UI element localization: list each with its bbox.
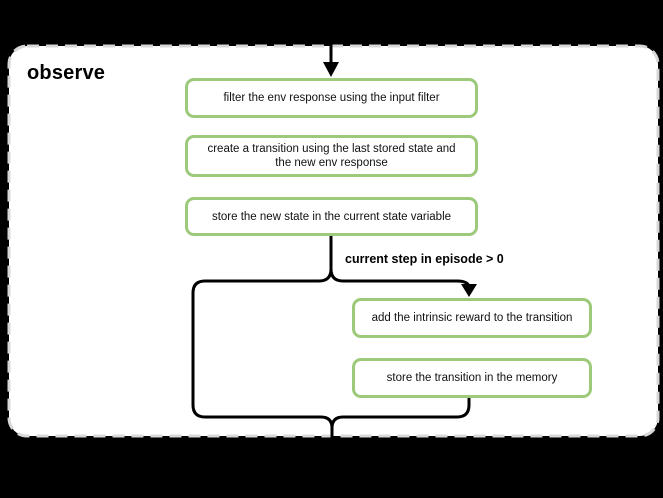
node-store-transition: store the transition in the memory xyxy=(352,358,592,398)
node-add-intrinsic-reward: add the intrinsic reward to the transiti… xyxy=(352,298,592,338)
node-store-new-state: store the new state in the current state… xyxy=(185,197,478,236)
edge-conditional-arrowhead xyxy=(461,284,477,297)
edge-bypass-branch xyxy=(191,234,334,462)
edge-entry-arrowhead xyxy=(323,62,339,77)
observe-cluster-border xyxy=(7,44,660,438)
edge-merge-from-store-transition xyxy=(330,395,471,430)
edge-condition-label: current step in episode > 0 xyxy=(345,252,504,266)
node-filter-env-response: filter the env response using the input … xyxy=(185,78,478,118)
cluster-title-observe: observe xyxy=(27,62,106,84)
node-create-transition: create a transition using the last store… xyxy=(185,135,478,177)
